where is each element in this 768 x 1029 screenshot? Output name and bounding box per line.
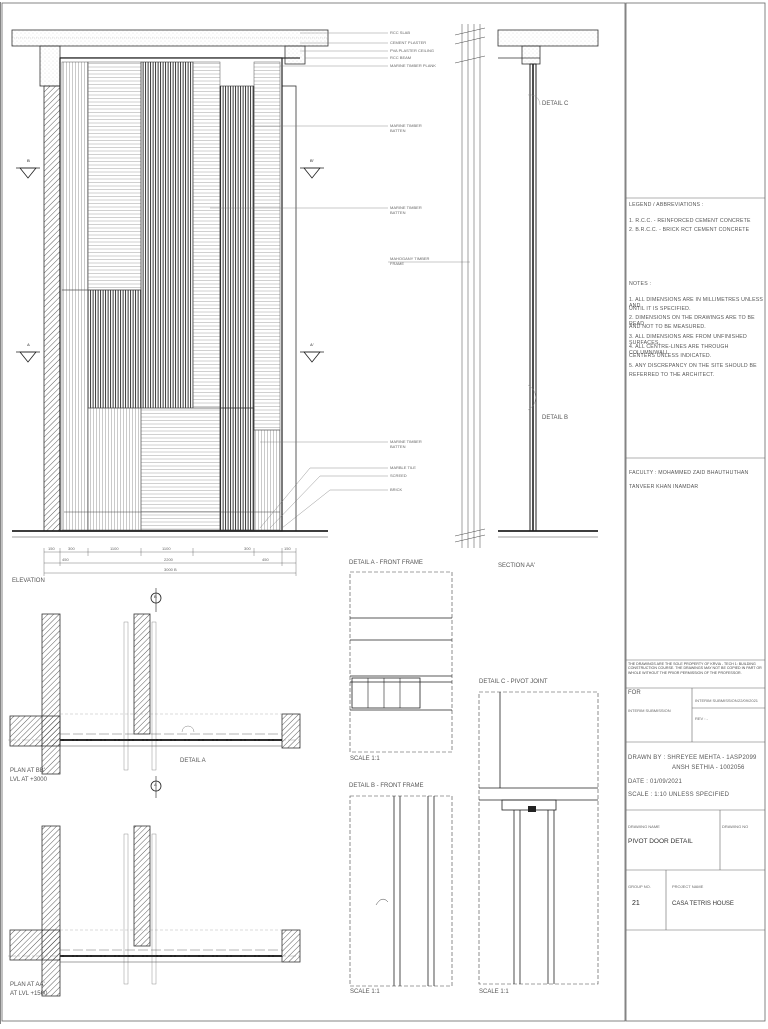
detail-b-title: DETAIL B - FRONT FRAME xyxy=(349,783,424,789)
for-value: INTERIM SUBMISSION xyxy=(628,708,671,713)
legend-item: 2. B.R.C.C. - BRICK RCT CEMENT CONCRETE xyxy=(629,227,750,233)
callout-screed: SCREED xyxy=(390,473,407,478)
detail-c-title: DETAIL C - PIVOT JOINT xyxy=(479,679,548,685)
plan-aa-title: PLAN AT AA' xyxy=(10,982,45,988)
plan-bb-level: LVL AT +3000 xyxy=(10,777,47,783)
drawing-name-label: DRAWING NAME xyxy=(628,824,660,829)
legend-title: LEGEND / ABBREVIATIONS : xyxy=(629,202,704,208)
callout-timber-frame: MAHOGANY TIMBER FRAME xyxy=(390,256,430,266)
notes-title: NOTES : xyxy=(629,281,652,287)
submission-label: INTERIM SUBMISSION xyxy=(695,698,738,703)
section-aa-drawing xyxy=(454,24,599,548)
note-line: REFERRED TO THE ARCHITECT. xyxy=(629,372,715,378)
group-no-label: GROUP NO. xyxy=(628,884,651,889)
dim-2200: 2200 xyxy=(164,557,173,562)
section-marker-b-left: B xyxy=(27,158,30,163)
note-line: 5. ANY DISCREPANCY ON THE SITE SHOULD BE xyxy=(629,363,757,369)
dim-300-a: 300 xyxy=(68,546,75,551)
detail-a-title: DETAIL A - FRONT FRAME xyxy=(349,560,423,566)
detail-a-drawing xyxy=(349,571,453,753)
dim-450-b: 450 xyxy=(262,557,269,562)
disclaimer: THE DRAWINGS ARE THE SOLE PROPERTY OF KR… xyxy=(628,662,762,675)
elevation-drawing xyxy=(11,29,470,576)
note-line: CENTERS UNLESS INDICATED. xyxy=(629,353,712,359)
callout-batten-2: MARINE TIMBER BATTEN xyxy=(390,205,422,215)
callout-brick: BRICK xyxy=(390,487,403,492)
plan-bb-detail-label: DETAIL A xyxy=(180,758,206,764)
section-detail-c-label: DETAIL C xyxy=(542,101,569,107)
section-title: SECTION AA' xyxy=(498,563,536,569)
callout-rcc-slab: RCC SLAB xyxy=(390,30,411,35)
note-line: UNTIL IT IS SPECIFIED. xyxy=(629,306,691,312)
dim-1100-b: 1100 xyxy=(162,546,171,551)
drawn-by: DRAWN BY : SHREYEE MEHTA - 1ASP2099 xyxy=(628,755,757,761)
detail-c-scale: SCALE 1:1 xyxy=(479,989,509,995)
title-block-grid xyxy=(626,197,765,931)
detail-b-scale: SCALE 1:1 xyxy=(350,989,380,995)
detail-c-drawing xyxy=(478,691,599,985)
note-line: AND NOT TO BE MEASURED. xyxy=(629,324,706,330)
dim-150-a: 150 xyxy=(48,546,55,551)
title-block-border xyxy=(625,2,766,1022)
revision: REV : - xyxy=(695,716,708,721)
callout-batten-3: MARINE TIMBER BATTEN xyxy=(390,439,422,449)
dim-300-b: 300 xyxy=(244,546,251,551)
callout-batten-1: MARINE TIMBER BATTEN xyxy=(390,123,422,133)
dim-150-b: 150 xyxy=(284,546,291,551)
note-line: 2. DIMENSIONS ON THE DRAWINGS ARE TO BE … xyxy=(629,315,755,327)
section-marker-a-left: A xyxy=(27,342,30,347)
elevation-title: ELEVATION xyxy=(12,578,45,584)
section-marker-a-right: A' xyxy=(310,342,314,347)
callout-cement-plaster: CEMENT PLASTER xyxy=(390,40,427,45)
callout-rcc-beam: RCC BEAM xyxy=(390,55,412,60)
callout-marble-tile: MARBLE TILE xyxy=(390,465,416,470)
legend-item: 1. R.C.C. - REINFORCED CEMENT CONCRETE xyxy=(629,218,751,224)
plan-marker-b: B xyxy=(154,594,157,599)
note-line: 1. ALL DIMENSIONS ARE IN MILLIMETRES UNL… xyxy=(629,297,764,309)
drawing-no-label: DRAWING NO xyxy=(722,824,749,829)
sheet-border xyxy=(1,2,626,1022)
section-detail-b-label: DETAIL B xyxy=(542,415,569,421)
dim-total: 3000 B xyxy=(164,567,177,572)
drawing-name: PIVOT DOOR DETAIL xyxy=(628,838,693,845)
drawing-date: DATE : 01/09/2021 xyxy=(628,779,682,785)
callout-pva-ceiling: PVA PLASTER CEILING xyxy=(390,48,434,53)
detail-a-scale: SCALE 1:1 xyxy=(350,756,380,762)
project-name-label: PROJECT NAME xyxy=(672,884,704,889)
dim-1100-a: 1100 xyxy=(110,546,119,551)
drawing-scale: SCALE : 1:10 UNLESS SPECIFIED xyxy=(628,792,730,798)
plan-marker-a: A xyxy=(154,782,157,787)
faculty-name-2: TANVEER KHAN INAMDAR xyxy=(629,484,699,490)
detail-b-drawing xyxy=(349,795,453,987)
note-line: 3. ALL DIMENSIONS ARE FROM UNFINISHED SU… xyxy=(629,334,747,346)
callout-timber-plank: MARINE TIMBER PLANK xyxy=(390,63,436,68)
plan-bb-title: PLAN AT BB' xyxy=(10,768,45,774)
section-marker-b-right: B' xyxy=(310,158,314,163)
dim-450-a: 450 xyxy=(62,557,69,562)
drawn-by-2: ANSH SETHIA - 1002056 xyxy=(672,765,745,771)
plan-aa-drawing xyxy=(8,825,301,997)
faculty-name: FACULTY : MOHAMMED ZAID BHAUTHUTHAN xyxy=(629,470,749,476)
plan-bb-drawing xyxy=(8,588,301,798)
plan-aa-level: AT LVL +1500 xyxy=(10,991,48,997)
for-label: FOR xyxy=(628,690,641,696)
submission-date: 22/09/2021 xyxy=(738,698,759,703)
project-name: CASA TETRIS HOUSE xyxy=(672,901,734,907)
group-no: 21 xyxy=(632,900,640,907)
note-line: 4. ALL CENTRE-LINES ARE THROUGH COLUMN/W… xyxy=(629,344,729,356)
